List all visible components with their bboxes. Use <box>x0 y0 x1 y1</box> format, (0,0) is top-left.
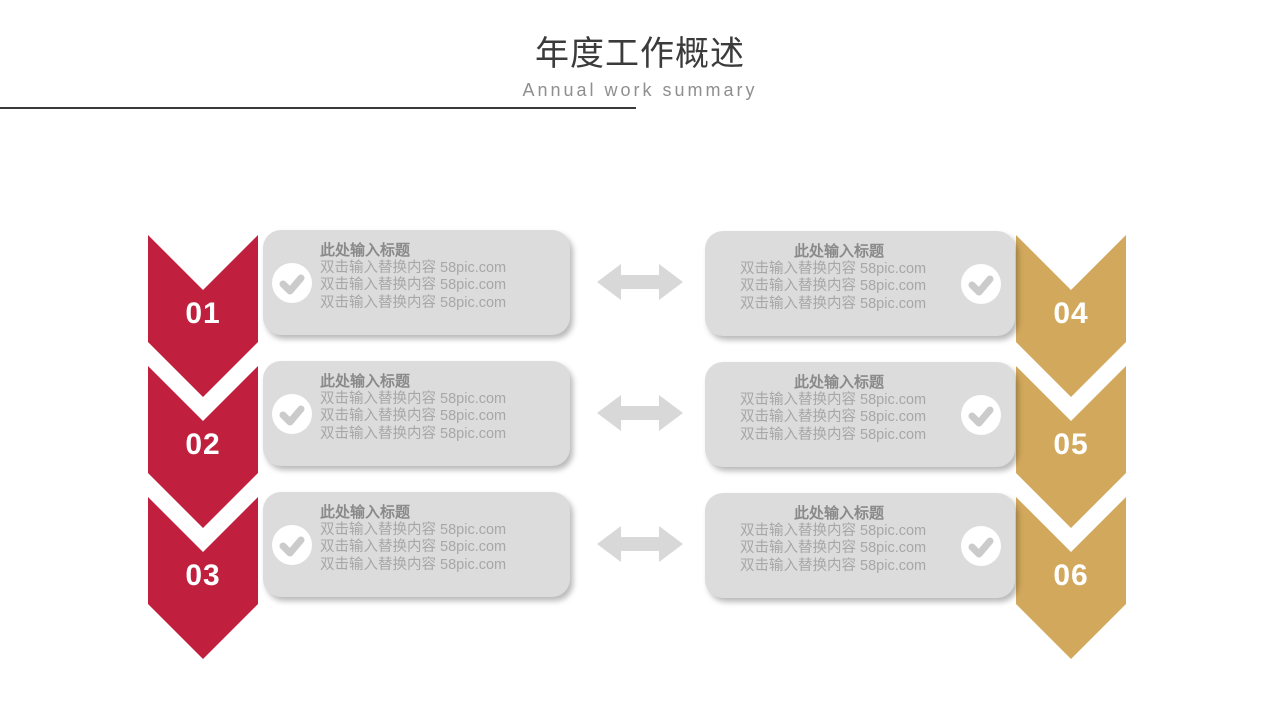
box-line: 双击输入替换内容 58pic.com <box>740 409 927 425</box>
content-box[interactable]: 此处输入标题 双击输入替换内容 58pic.com 双击输入替换内容 58pic… <box>705 493 1015 598</box>
box-line: 双击输入替换内容 58pic.com <box>320 277 507 293</box>
content-box[interactable]: 此处输入标题 双击输入替换内容 58pic.com 双击输入替换内容 58pic… <box>705 362 1015 467</box>
step-number: 01 <box>185 297 221 330</box>
chevron-04[interactable]: 04 <box>1016 235 1126 397</box>
placeholder-text[interactable]: 此处输入标题 双击输入替换内容 58pic.com 双击输入替换内容 58pic… <box>320 504 560 574</box>
check-icon <box>272 524 312 565</box>
chevron-05[interactable]: 05 <box>1016 366 1126 528</box>
placeholder-text[interactable]: 此处输入标题 双击输入替换内容 58pic.com 双击输入替换内容 58pic… <box>320 242 560 312</box>
box-line: 双击输入替换内容 58pic.com <box>320 556 507 573</box>
double-arrow-icon <box>597 526 683 562</box>
check-icon <box>961 525 1001 566</box>
step-number: 06 <box>1053 559 1089 592</box>
box-line: 双击输入替换内容 58pic.com <box>740 540 927 556</box>
box-line: 双击输入替换内容 58pic.com <box>740 295 927 312</box>
check-icon <box>961 263 1001 304</box>
box-line: 双击输入替换内容 58pic.com <box>320 259 507 276</box>
chevron-down-shape <box>1016 235 1126 397</box>
check-icon <box>272 262 312 303</box>
title-divider <box>0 107 636 109</box>
content-box[interactable]: 此处输入标题 双击输入替换内容 58pic.com 双击输入替换内容 58pic… <box>263 361 570 466</box>
double-arrow-icon <box>597 264 683 300</box>
box-line: 双击输入替换内容 58pic.com <box>740 522 927 539</box>
box-line: 双击输入替换内容 58pic.com <box>740 557 927 574</box>
placeholder-text[interactable]: 此处输入标题 双击输入替换内容 58pic.com 双击输入替换内容 58pic… <box>320 373 560 443</box>
chevron-down-shape <box>148 366 258 528</box>
box-line: 双击输入替换内容 58pic.com <box>320 294 507 311</box>
step-number: 04 <box>1053 297 1089 330</box>
box-line: 双击输入替换内容 58pic.com <box>320 390 507 407</box>
chevron-01[interactable]: 01 <box>148 235 258 397</box>
chevron-down-shape <box>148 235 258 397</box>
placeholder-text[interactable]: 此处输入标题 双击输入替换内容 58pic.com 双击输入替换内容 58pic… <box>740 374 938 444</box>
box-line: 双击输入替换内容 58pic.com <box>740 391 927 408</box>
content-box[interactable]: 此处输入标题 双击输入替换内容 58pic.com 双击输入替换内容 58pic… <box>263 492 570 597</box>
box-title: 此处输入标题 <box>793 374 884 391</box>
chevron-02[interactable]: 02 <box>148 366 258 528</box>
box-title: 此处输入标题 <box>793 505 884 522</box>
placeholder-text[interactable]: 此处输入标题 双击输入替换内容 58pic.com 双击输入替换内容 58pic… <box>740 243 938 313</box>
page-subtitle: Annual work summary <box>522 80 758 100</box>
chevron-down-shape <box>148 497 258 659</box>
chevron-06[interactable]: 06 <box>1016 497 1126 659</box>
box-line: 双击输入替换内容 58pic.com <box>320 408 507 424</box>
step-number: 03 <box>185 559 221 592</box>
box-title: 此处输入标题 <box>793 243 884 260</box>
chevron-down-shape <box>1016 497 1126 659</box>
content-box[interactable]: 此处输入标题 双击输入替换内容 58pic.com 双击输入替换内容 58pic… <box>263 230 570 335</box>
box-line: 双击输入替换内容 58pic.com <box>320 539 507 555</box>
double-arrow-icon <box>597 395 683 431</box>
box-title: 此处输入标题 <box>320 242 411 259</box>
content-box[interactable]: 此处输入标题 双击输入替换内容 58pic.com 双击输入替换内容 58pic… <box>705 231 1015 336</box>
placeholder-text[interactable]: 此处输入标题 双击输入替换内容 58pic.com 双击输入替换内容 58pic… <box>740 505 938 575</box>
step-number: 02 <box>185 428 221 461</box>
box-title: 此处输入标题 <box>320 373 411 390</box>
chevron-down-shape <box>1016 366 1126 528</box>
box-line: 双击输入替换内容 58pic.com <box>320 521 507 538</box>
box-line: 双击输入替换内容 58pic.com <box>740 426 927 443</box>
step-number: 05 <box>1053 428 1089 461</box>
check-icon <box>272 393 312 434</box>
page-title: 年度工作概述 <box>535 35 745 73</box>
box-title: 此处输入标题 <box>320 504 411 521</box>
box-line: 双击输入替换内容 58pic.com <box>740 278 927 294</box>
check-icon <box>961 394 1001 435</box>
box-line: 双击输入替换内容 58pic.com <box>740 260 927 277</box>
slide-header: 年度工作概述 Annual work summary <box>0 26 1280 101</box>
chevron-03[interactable]: 03 <box>148 497 258 659</box>
box-line: 双击输入替换内容 58pic.com <box>320 425 507 442</box>
